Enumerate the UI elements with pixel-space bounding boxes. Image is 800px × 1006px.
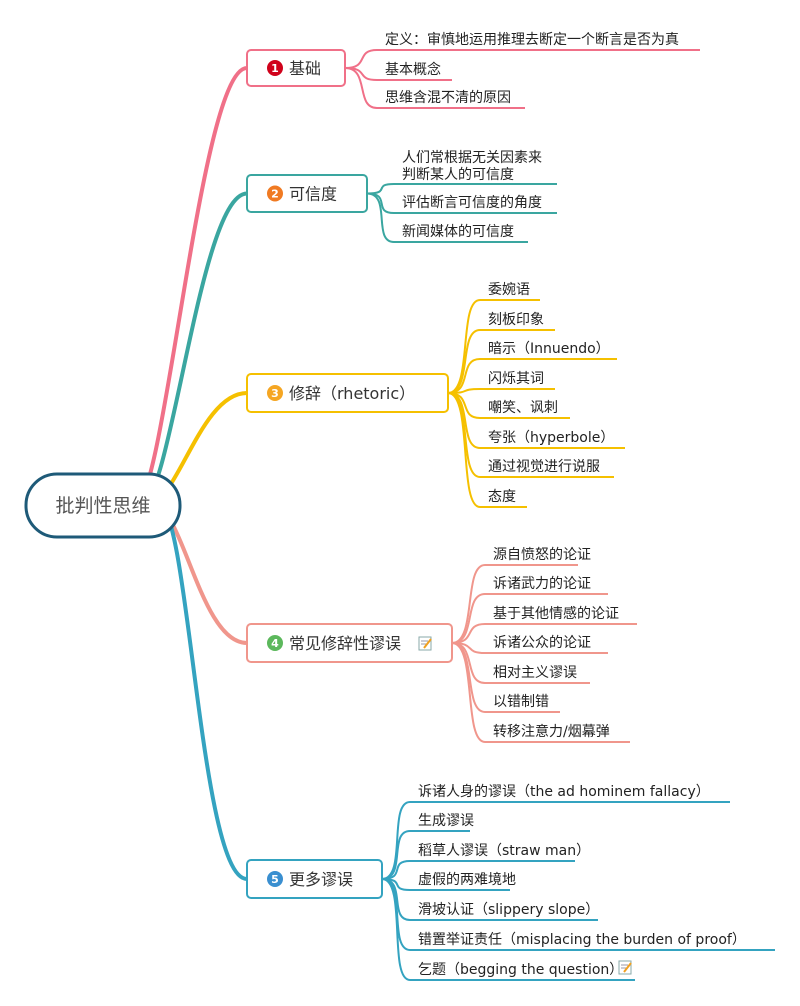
subtopic[interactable]: 基本概念 [385,61,441,78]
child-connector [381,801,730,880]
root-topic[interactable]: 批判性思维 [24,472,182,539]
topic-3[interactable]: 3 修辞（rhetoric） [246,373,449,413]
topic-label: 修辞（rhetoric） [289,384,415,403]
subtopic-label: 刻板印象 [488,312,544,328]
topic-label: 可信度 [289,185,337,204]
subtopic[interactable]: 错置举证责任（misplacing the burden of proof） [418,932,746,948]
subtopic[interactable]: 闪烁其词 [488,371,544,387]
subtopic-label: 转移注意力/烟幕弹 [493,723,610,740]
subtopic[interactable]: 以错制错 [493,694,549,710]
child-connector [344,49,700,69]
root-label: 批判性思维 [55,495,150,517]
topic-2[interactable]: 2 可信度 [246,174,368,213]
subtopic-label: 基于其他情感的论证 [493,605,619,622]
note-icon[interactable] [618,960,632,975]
child-connector [447,329,555,394]
subtopic[interactable]: 生成谬误 [418,813,474,829]
subtopic[interactable]: 思维含混不清的原因 [385,90,511,106]
subtopic-label: 闪烁其词 [488,371,544,387]
subtopic-label: 基本概念 [385,61,441,78]
topic-number: 5 [271,873,279,886]
child-connector [381,830,470,880]
subtopic-label: 通过视觉进行说服 [488,459,600,475]
number-badge-icon [267,385,283,401]
root-connector [158,503,248,881]
child-connector [366,192,528,243]
subtopic[interactable]: 乞题（begging the question） [418,962,623,978]
subtopic-label: 稻草人谬误（straw man） [418,843,590,859]
subtopic[interactable]: 虚假的两难境地 [418,872,516,888]
subtopic[interactable]: 刻板印象 [488,312,544,328]
subtopic[interactable]: 诉诸人身的谬误（the ad hominem fallacy） [418,784,710,800]
topic-number: 1 [271,62,279,75]
subtopic[interactable]: 诉诸公众的论证 [493,635,591,651]
topic-5[interactable]: 5 更多谬误 [246,859,383,899]
topic-4[interactable]: 4 常见修辞性谬误 [246,623,453,663]
subtopic[interactable]: 稻草人谬误（straw man） [418,843,590,859]
subtopic-label: 嘲笑、讽刺 [488,400,558,416]
root-connector [134,66,248,507]
child-connector [447,358,617,394]
child-connector [447,392,527,508]
topic-label: 更多谬误 [289,870,353,889]
note-icon[interactable] [418,636,432,651]
subtopic-label: 乞题（begging the question） [418,962,623,978]
child-connector [344,67,525,109]
subtopic[interactable]: 诉诸武力的论证 [493,576,591,592]
subtopic-label: 诉诸公众的论证 [493,635,591,651]
subtopic-label: 源自愤怒的论证 [493,547,591,563]
subtopic-label: 委婉语 [488,282,530,298]
subtopic-label: 滑坡认证（slippery slope） [418,901,599,918]
child-connector [451,642,630,743]
topic-1[interactable]: 1 基础 [246,49,346,87]
subtopic[interactable]: 新闻媒体的可信度 [402,224,514,240]
subtopic[interactable]: 滑坡认证（slippery slope） [418,901,599,918]
topic-number: 2 [271,188,279,201]
topic-number: 4 [271,637,279,650]
subtopic[interactable]: 转移注意力/烟幕弹 [493,723,610,740]
child-connector [447,299,540,394]
subtopic[interactable]: 嘲笑、讽刺 [488,400,558,416]
number-badge-icon [267,871,283,887]
subtopic-label: 诉诸人身的谬误（the ad hominem fallacy） [418,784,710,800]
subtopic[interactable]: 暗示（Innuendo） [488,341,610,357]
child-connector [451,593,608,644]
number-badge-icon [267,60,283,76]
topic-label: 基础 [289,59,321,78]
subtopic-label: 相对主义谬误 [493,665,577,681]
subtopic[interactable]: 通过视觉进行说服 [488,459,600,475]
topic-number: 3 [271,387,279,400]
subtopic-label: 思维含混不清的原因 [385,90,511,106]
subtopic-label: 判断某人的可信度 [402,167,514,183]
subtopic-label: 夸张（hyperbole） [488,430,614,446]
subtopic[interactable]: 基于其他情感的论证 [493,605,619,622]
subtopic-label: 暗示（Innuendo） [488,341,610,357]
subtopic-label: 诉诸武力的论证 [493,576,591,592]
number-badge-icon [267,635,283,651]
number-badge-icon [267,185,283,202]
subtopic[interactable]: 委婉语 [488,282,530,298]
subtopic[interactable]: 相对主义谬误 [493,665,577,681]
subtopic-label: 错置举证责任（misplacing the burden of proof） [418,932,746,948]
child-connector [447,388,555,394]
subtopic-label: 虚假的两难境地 [418,872,516,888]
subtopic-label: 新闻媒体的可信度 [402,224,514,240]
child-connector [381,878,635,981]
subtopic-label: 以错制错 [493,694,549,710]
subtopic[interactable]: 评估断言可信度的角度 [402,195,542,211]
topic-label: 常见修辞性谬误 [289,634,401,653]
subtopic-label: 人们常根据无关因素来 [402,150,542,166]
subtopic-label: 生成谬误 [418,813,474,829]
child-connector [451,564,578,644]
subtopic-label: 评估断言可信度的角度 [402,195,542,211]
subtopic-label: 态度 [488,489,516,505]
subtopic[interactable]: 源自愤怒的论证 [493,547,591,563]
subtopic[interactable]: 态度 [488,489,516,505]
subtopic-label: 定义：审慎地运用推理去断定一个断言是否为真 [385,32,679,48]
subtopic[interactable]: 夸张（hyperbole） [488,430,614,446]
subtopic[interactable]: 定义：审慎地运用推理去断定一个断言是否为真 [385,32,679,48]
child-connector [366,183,557,195]
